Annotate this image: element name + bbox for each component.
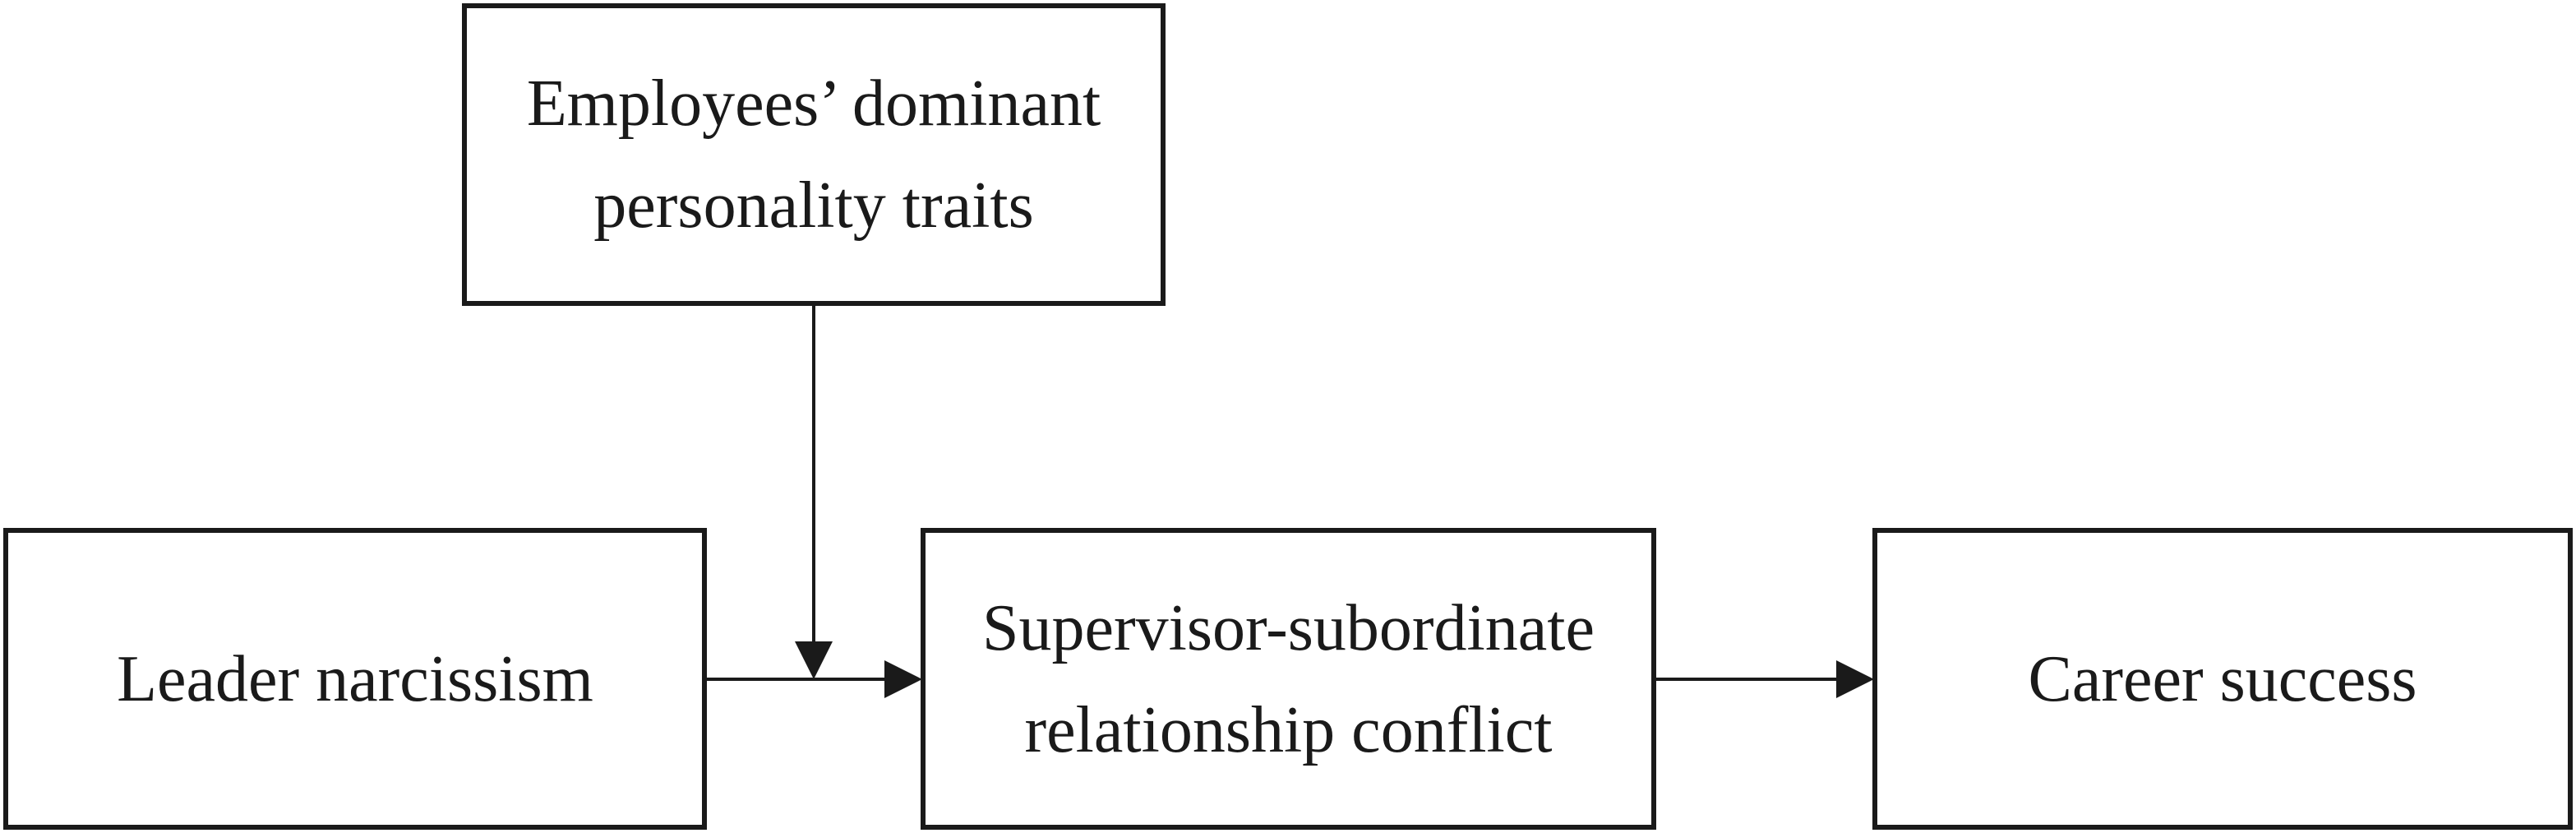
node-employees-dominant-personality-traits: Employees’ dominant personality traits <box>462 3 1166 306</box>
node-supervisor-subordinate-relationship-conflict: Supervisor-subordinate relationship conf… <box>921 528 1656 830</box>
node-mediator-line1: Supervisor-subordinate <box>982 591 1595 664</box>
node-career-success: Career success <box>1872 528 2573 830</box>
arrowhead-mediator <box>884 660 922 698</box>
node-leader-label: Leader narcissism <box>117 642 593 715</box>
node-outcome-label: Career success <box>2028 642 2417 715</box>
node-leader-narcissism: Leader narcissism <box>3 528 707 830</box>
node-moderator-line2: personality traits <box>593 169 1034 242</box>
node-moderator-line1: Employees’ dominant <box>526 67 1101 140</box>
arrowhead-moderator <box>795 641 833 679</box>
arrowhead-outcome <box>1836 660 1874 698</box>
node-mediator-line2: relationship conflict <box>1024 693 1553 766</box>
